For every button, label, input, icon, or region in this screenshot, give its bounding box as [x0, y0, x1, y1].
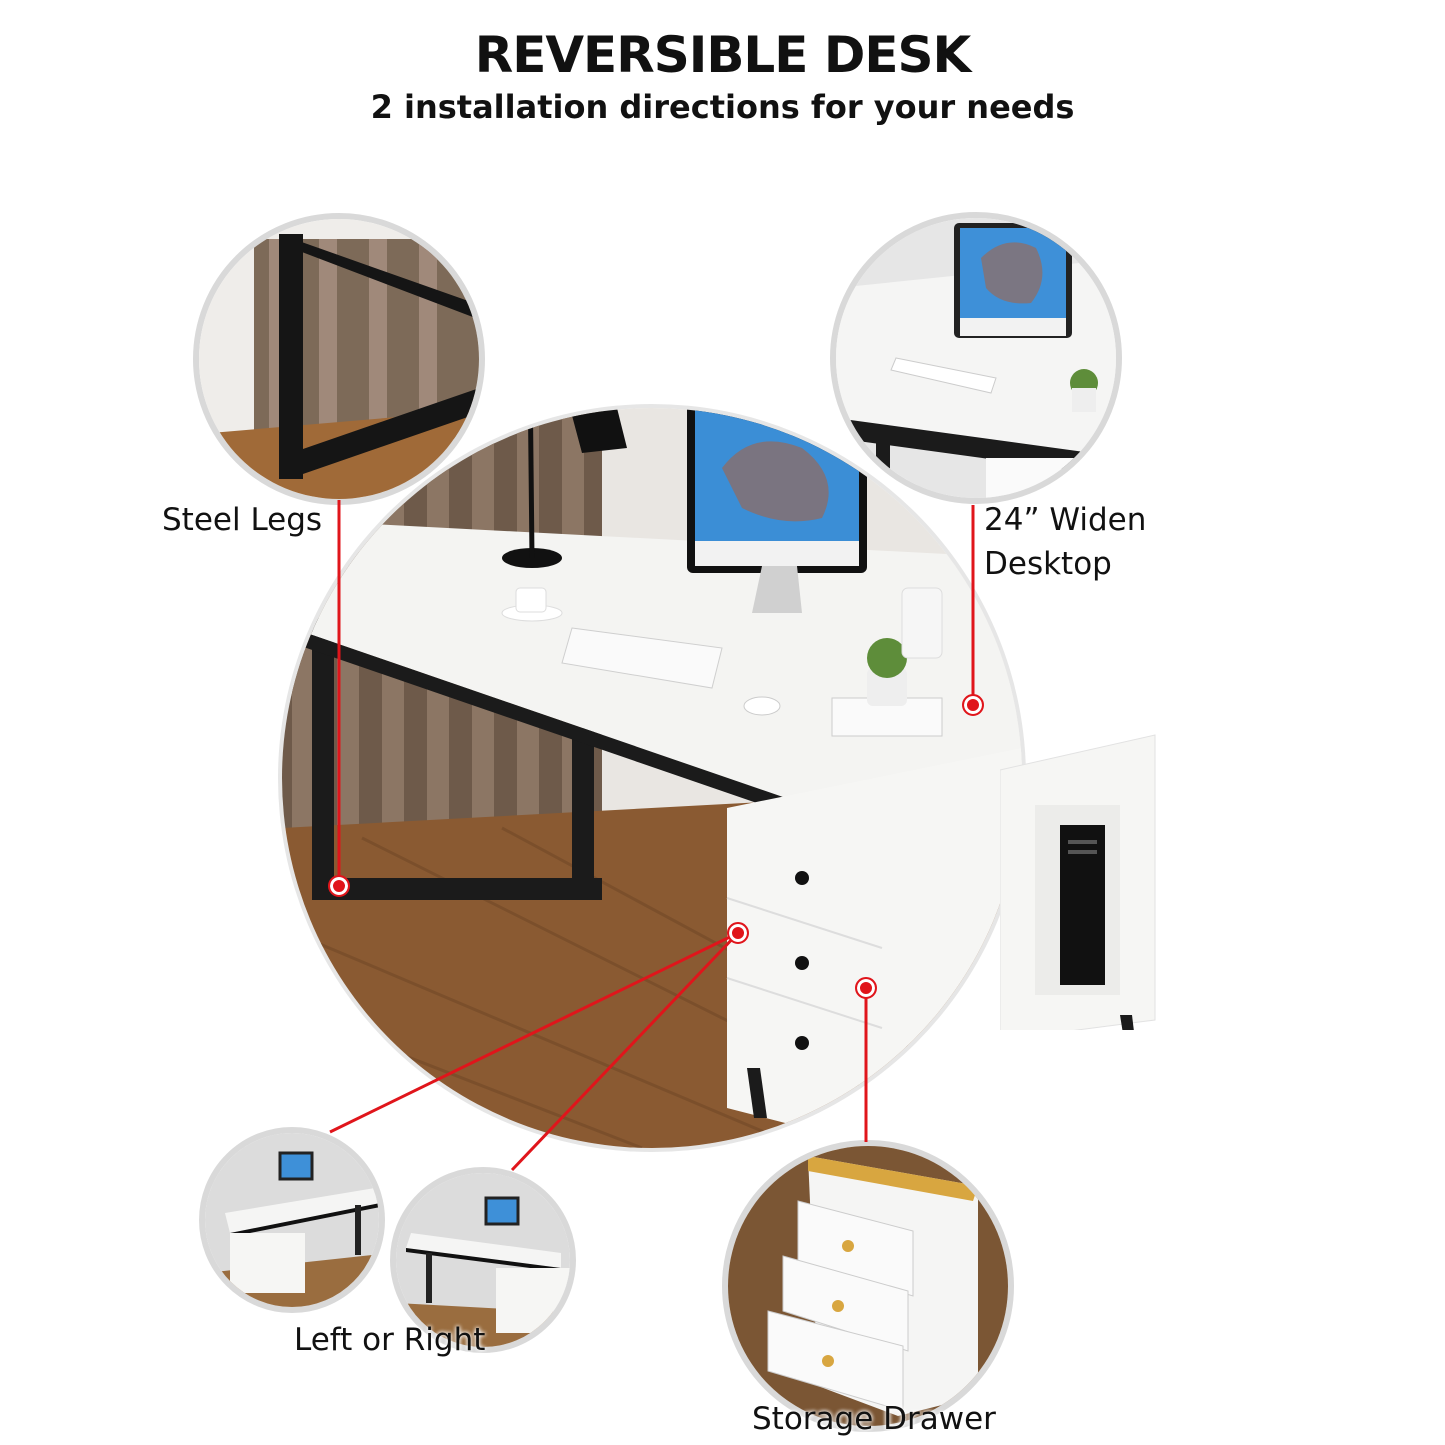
- page-title: REVERSIBLE DESK: [474, 26, 972, 84]
- steel-legs-detail-image: [193, 213, 485, 505]
- left-install-image: [199, 1127, 385, 1313]
- storage-drawer-marker: [855, 977, 877, 999]
- left-or-right-label: Left or Right: [294, 1322, 486, 1358]
- cabinet-extension: [1000, 730, 1160, 1030]
- steel-legs-marker: [328, 875, 350, 897]
- widen-desktop-label-line1: 24” Widen: [984, 502, 1147, 538]
- widen-desktop-label-line2: Desktop: [984, 546, 1112, 582]
- storage-drawer-detail-image: [722, 1140, 1014, 1432]
- widen-desktop-marker: [962, 694, 984, 716]
- storage-drawer-label: Storage Drawer: [752, 1401, 996, 1437]
- left-right-marker: [727, 922, 749, 944]
- steel-legs-label: Steel Legs: [162, 502, 323, 538]
- page-subtitle: 2 installation directions for your needs: [370, 88, 1075, 126]
- widen-desktop-detail-image: [830, 212, 1122, 504]
